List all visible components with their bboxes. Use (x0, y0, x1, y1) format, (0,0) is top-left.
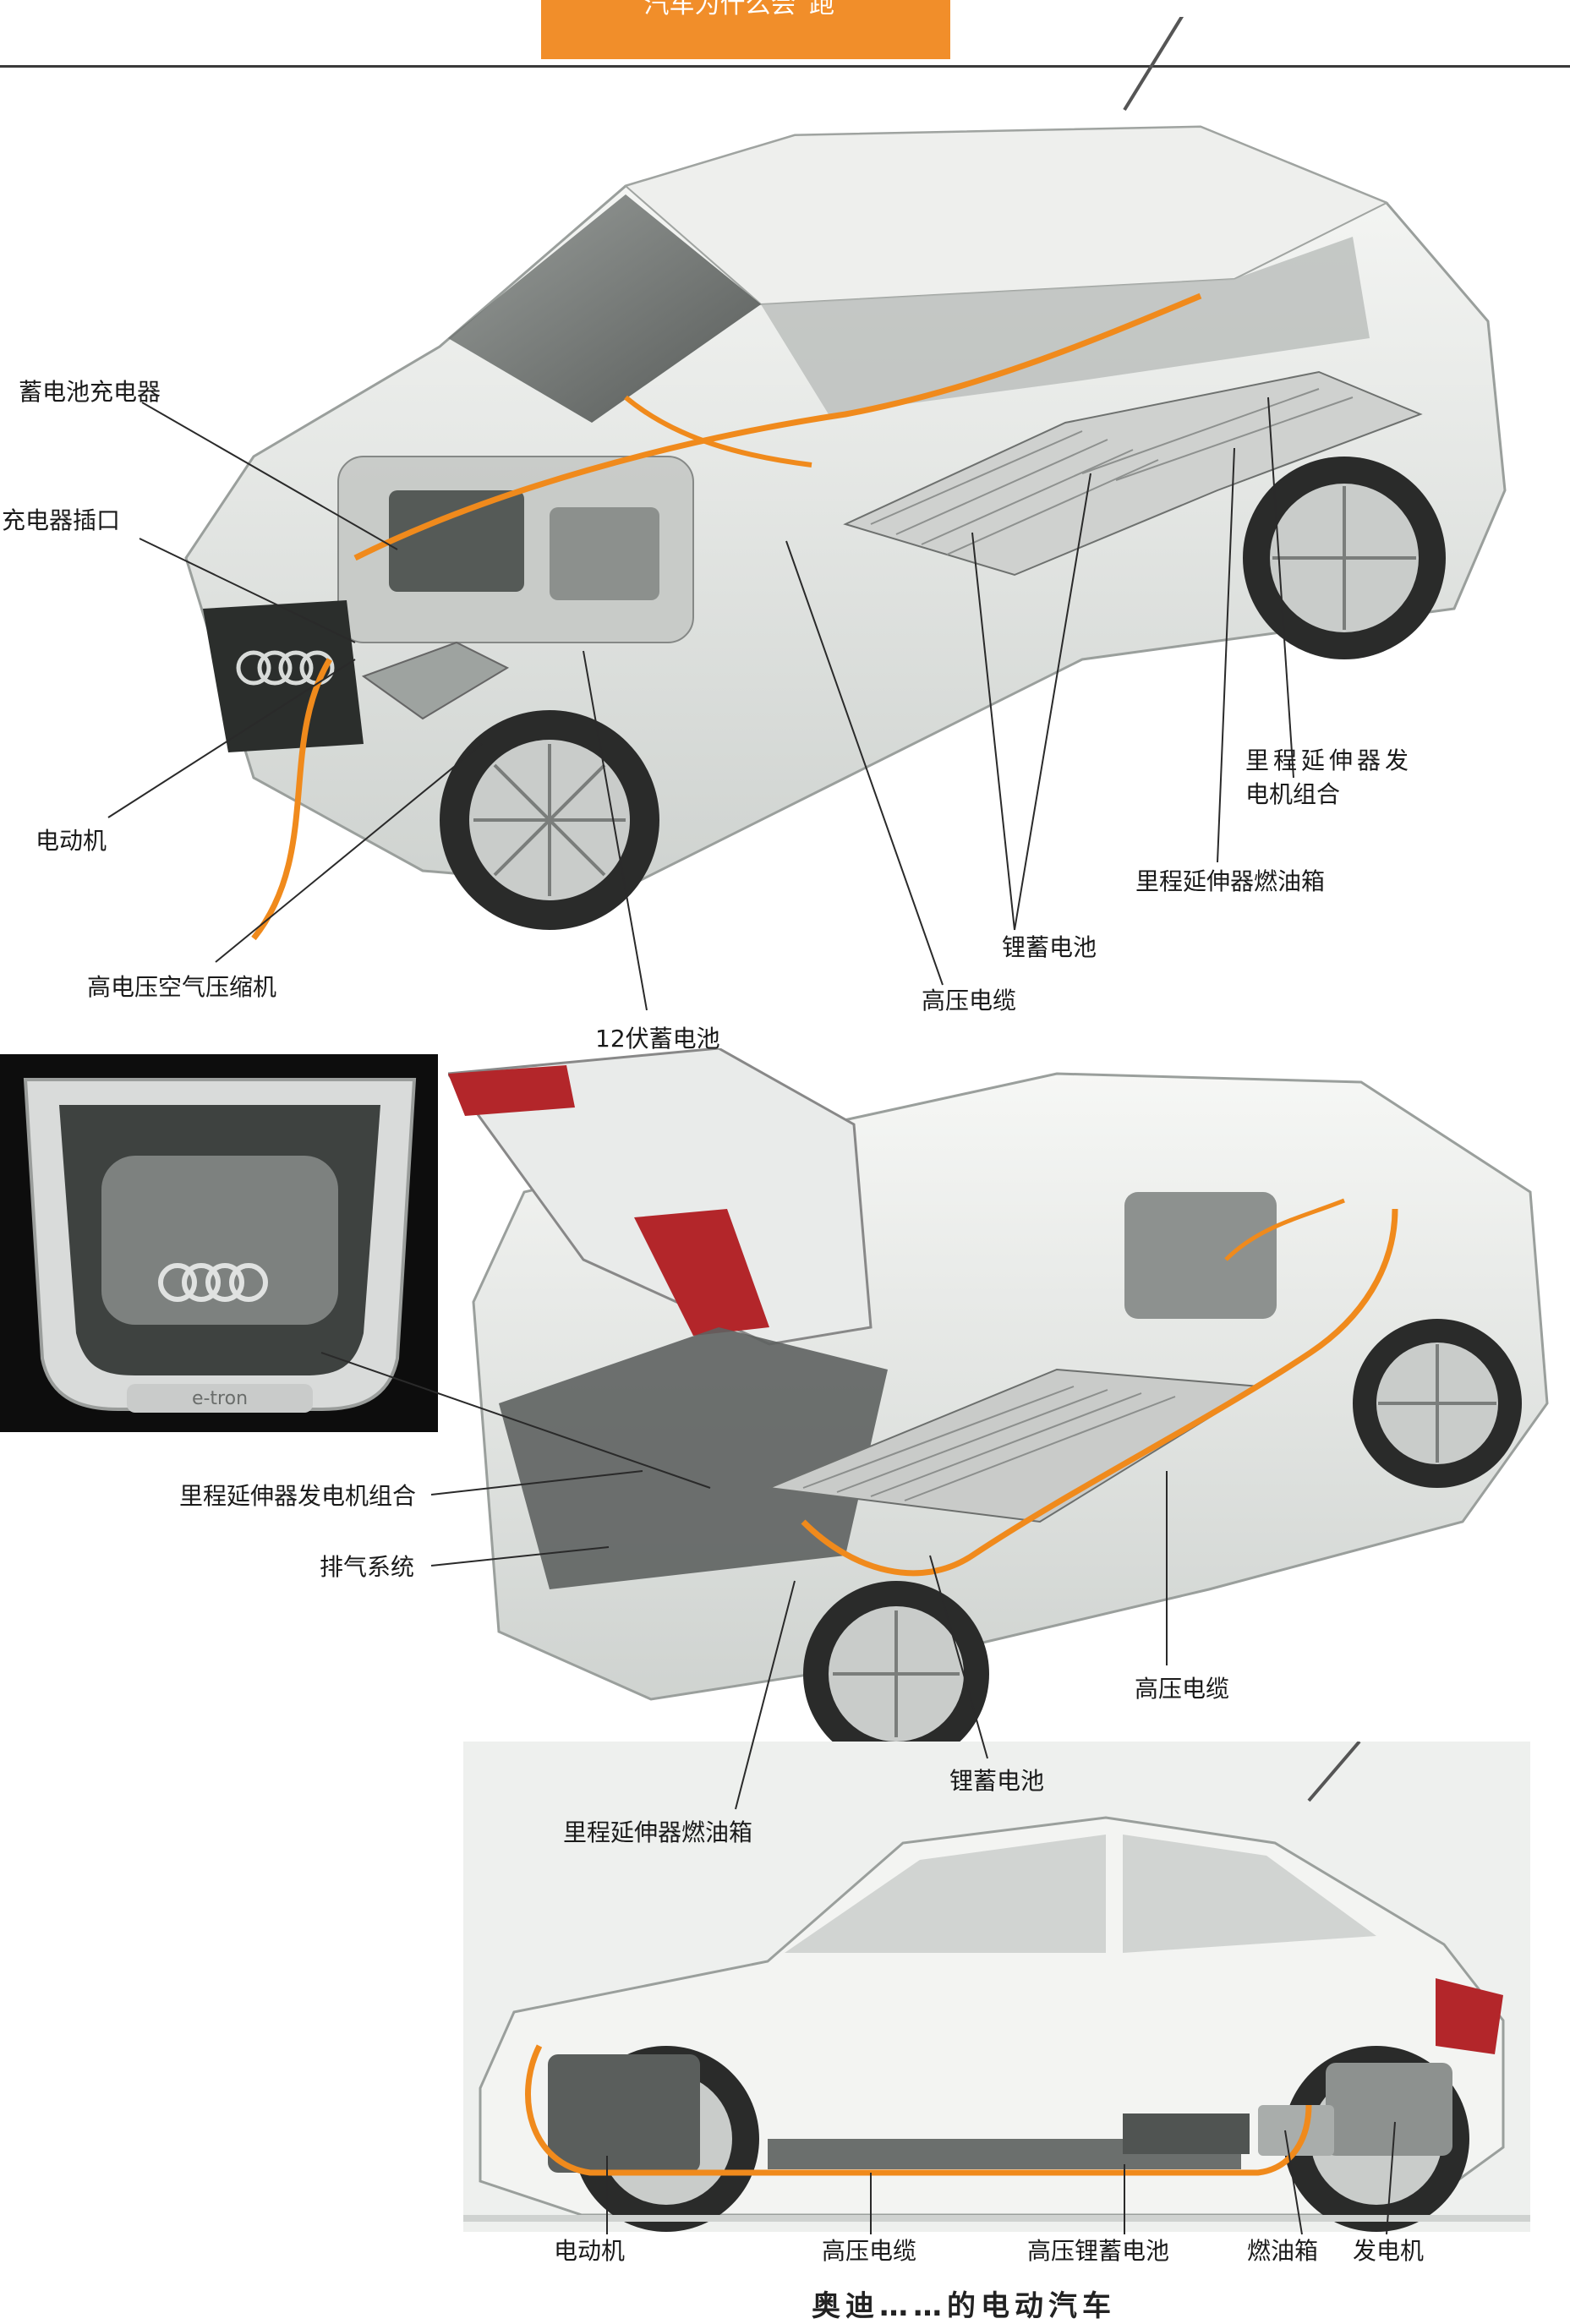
label-hv-cable-mid: 高压电缆 (1135, 1675, 1230, 1703)
label-fuel-tank-bottom: 燃油箱 (1247, 2237, 1319, 2265)
header-tab: 汽车为什么会“跑” (541, 0, 950, 59)
label-range-extender-fuel-tank-top: 里程延伸器燃油箱 (1135, 867, 1326, 895)
label-hv-air-compressor: 高电压空气压缩机 (87, 973, 277, 1001)
car-side-cutaway-illustration (463, 1742, 1530, 2232)
label-electric-motor-bottom: 电动机 (554, 2237, 626, 2265)
car-cutaway-front-illustration (184, 17, 1507, 941)
label-generator-bottom: 发电机 (1353, 2237, 1425, 2265)
label-hv-cable-bottom: 高压电缆 (822, 2237, 917, 2265)
header-rule (0, 65, 1570, 68)
label-range-extender-generator-mid: 里程延伸器发电机组合 (179, 1482, 417, 1510)
label-range-extender-generator-line2: 电机组合 (1245, 780, 1341, 808)
label-battery-charger: 蓄电池充电器 (19, 378, 161, 406)
car-cutaway-rear-illustration (448, 1048, 1549, 1767)
label-electric-motor-top: 电动机 (36, 827, 107, 855)
header-tab-text: 汽车为什么会“跑” (643, 0, 848, 19)
label-range-extender-generator-line1: 里程延伸器发 (1245, 746, 1414, 774)
label-lithium-battery-mid: 锂蓄电池 (949, 1767, 1045, 1795)
label-range-extender-fuel-tank-mid: 里程延伸器燃油箱 (563, 1818, 753, 1846)
range-extender-inset-photo: e-tron (0, 1054, 438, 1432)
inset-badge: e-tron (192, 1388, 248, 1409)
label-hv-cable-top: 高压电缆 (922, 987, 1017, 1014)
label-lithium-battery-top: 锂蓄电池 (1002, 933, 1097, 961)
label-exhaust-system: 排气系统 (320, 1553, 415, 1581)
label-charger-socket: 充电器插口 (2, 506, 121, 534)
footer-caption-partial: 奥迪……的电动汽车 (812, 2289, 1116, 2323)
label-12v-battery: 12伏蓄电池 (595, 1025, 720, 1053)
page-header: 汽车为什么会“跑” (0, 0, 1570, 69)
label-hv-lithium-battery-bottom: 高压锂蓄电池 (1027, 2237, 1170, 2265)
